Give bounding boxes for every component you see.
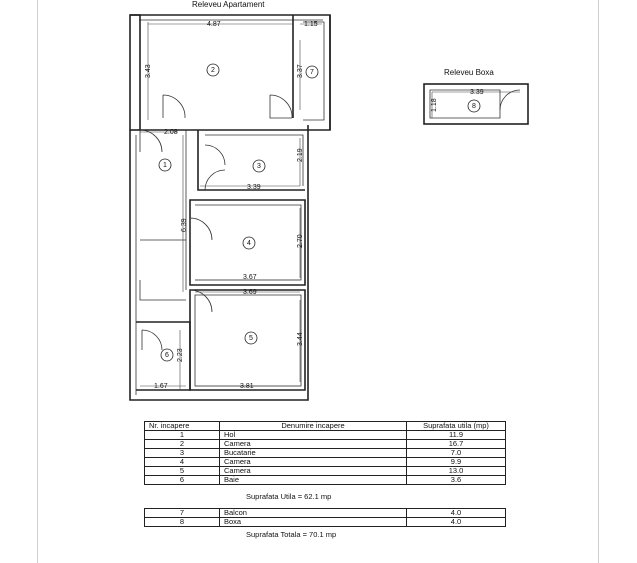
row-area: 4.0	[406, 517, 506, 527]
dim-6.39: 6.39	[181, 218, 188, 232]
svg-text:3: 3	[257, 163, 261, 170]
table-row: 8 Boxa 4.0	[144, 517, 506, 527]
dim-2.19: 2.19	[297, 148, 304, 162]
dim-4.87: 4.87	[207, 21, 221, 28]
drawing-sheet	[37, 0, 599, 563]
dim-3.39-box: 3.39	[470, 89, 484, 96]
summary-util: Suprafata Utila = 62.1 mp	[246, 492, 332, 501]
rooms-table: Nr. incapere Denumire incapere Suprafata…	[144, 421, 506, 485]
apartment-title: Releveu Apartament	[192, 0, 265, 9]
svg-text:8: 8	[472, 103, 476, 110]
room-marker-3: 3	[252, 159, 266, 173]
dim-1.15: 1.15	[304, 21, 318, 28]
dim-2.70: 2.70	[297, 234, 304, 248]
room-marker-7: 7	[305, 65, 319, 79]
row-name: Camera	[219, 466, 407, 476]
svg-text:1: 1	[163, 162, 167, 169]
dim-2.23: 2.23	[177, 348, 184, 362]
svg-text:5: 5	[249, 335, 253, 342]
dim-3.44: 3.44	[297, 332, 304, 346]
dim-3.81: 3.81	[240, 383, 254, 390]
row-nr: 6	[144, 475, 220, 485]
dim-3.43: 3.43	[145, 64, 152, 78]
svg-text:2: 2	[211, 67, 215, 74]
room-marker-5: 5	[244, 331, 258, 345]
row-name: Baie	[219, 475, 407, 485]
room-marker-2: 2	[206, 63, 220, 77]
row-name: Balcon	[219, 508, 407, 518]
room-marker-6: 6	[160, 348, 174, 362]
row-nr: 8	[144, 517, 220, 527]
dim-3.69: 3.69	[243, 289, 257, 296]
table-row: 6 Baie 3.6	[144, 475, 506, 485]
room-marker-8: 8	[467, 99, 481, 113]
svg-text:6: 6	[165, 352, 169, 359]
row-area: 3.6	[406, 475, 506, 485]
dim-1.67: 1.67	[154, 383, 168, 390]
dim-3.39-kitchen: 3.39	[247, 184, 261, 191]
room-marker-4: 4	[242, 236, 256, 250]
floor-plan: Releveu Apartament Releveu Boxa	[129, 0, 529, 401]
dim-3.67: 3.67	[243, 274, 257, 281]
annex-table: 7 Balcon 4.0 8 Boxa 4.0	[144, 508, 506, 527]
svg-text:7: 7	[310, 69, 314, 76]
header-name: Denumire incapere	[219, 421, 407, 431]
summary-total: Suprafata Totala = 70.1 mp	[246, 530, 337, 539]
room-marker-1: 1	[158, 158, 172, 172]
dim-1.18: 1.18	[431, 98, 438, 112]
dim-2.08: 2.08	[164, 129, 178, 136]
storage-title: Releveu Boxa	[444, 68, 494, 77]
dim-3.37: 3.37	[297, 64, 304, 78]
row-name: Boxa	[219, 517, 407, 527]
svg-text:4: 4	[247, 240, 251, 247]
